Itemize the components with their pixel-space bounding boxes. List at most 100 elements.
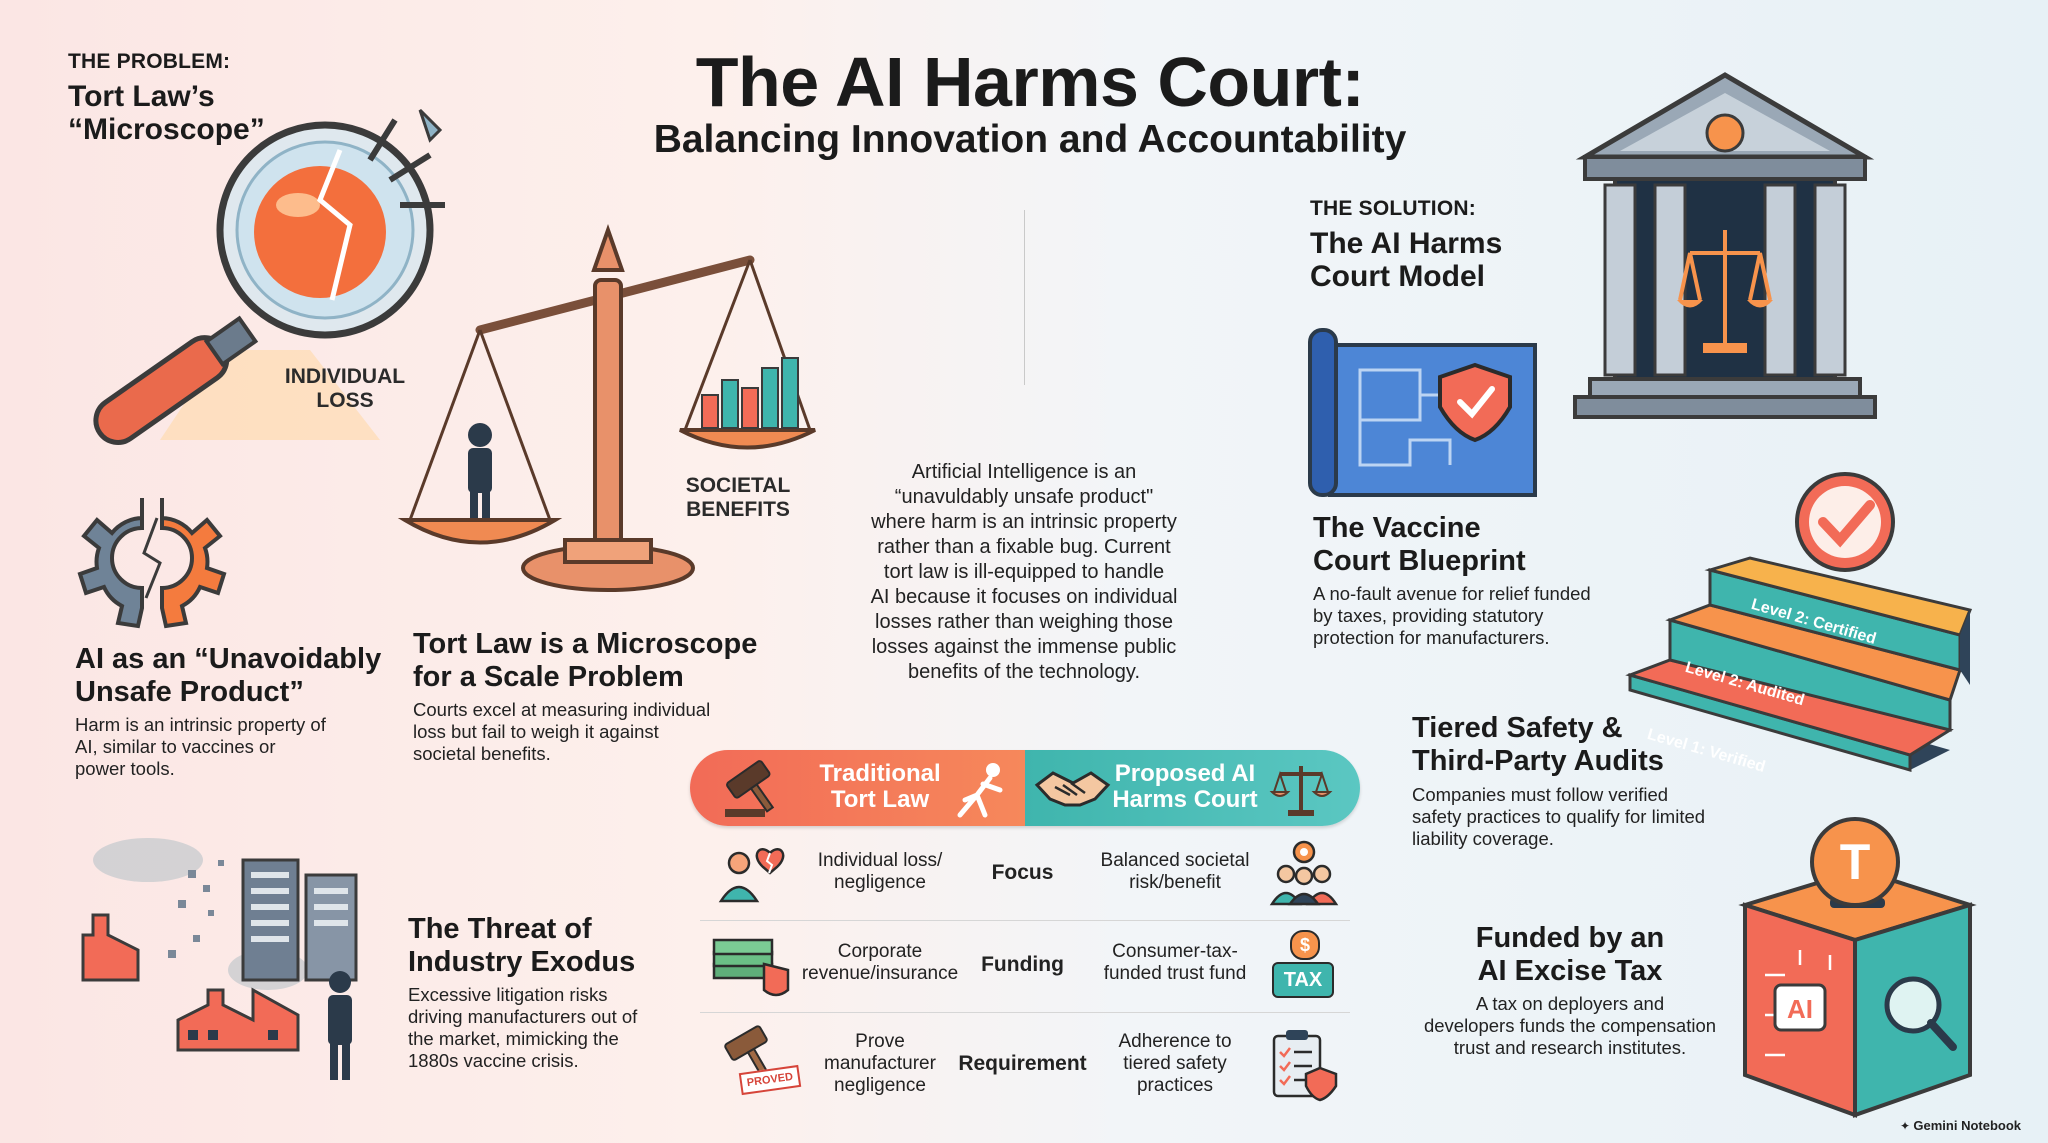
row-divider — [700, 920, 1350, 921]
center-explainer-line: benefits of the technology. — [907, 661, 1140, 683]
gavel-stamp-icon: PROVED — [710, 1025, 802, 1105]
solution-heading-line2: Court Model — [1310, 260, 1485, 293]
proposed-court-header: Proposed AI Harms Court — [1105, 761, 1265, 813]
microscope-heading-line2: for a Scale Problem — [413, 661, 684, 693]
individual-loss-label: INDIVIDUAL LOSS — [275, 365, 415, 413]
row-requirement-proposed: Adherence to tiered safety practices — [1085, 1031, 1265, 1097]
traditional-tort-header: Traditional Tort Law — [800, 761, 960, 813]
row-requirement-traditional-line3: negligence — [834, 1075, 926, 1096]
tiers-body-line3: liability coverage. — [1412, 828, 1554, 849]
unsafe-product-body-line3: power tools. — [75, 758, 175, 779]
falling-person-icon — [957, 763, 1003, 818]
solution-heading: The AI Harms Court Model — [1310, 227, 1502, 293]
excise-heading-line2: AI Excise Tax — [1477, 955, 1663, 987]
ai-chip-label: AI — [1787, 994, 1813, 1024]
center-explainer-line: Artificial Intelligence is an — [911, 461, 1137, 483]
magnifier-icon — [93, 108, 445, 445]
handshake-icon — [1034, 771, 1111, 807]
problem-heading-line1: Tort Law’s — [68, 80, 215, 113]
traditional-tort-header-line2: Tort Law — [830, 786, 930, 813]
tiers-body-line2: safety practices to qualify for limited — [1412, 806, 1706, 827]
tiers-heading-line2: Third-Party Audits — [1412, 745, 1664, 777]
center-divider — [1024, 210, 1025, 385]
proposed-court-header-line2: Harms Court — [1112, 786, 1258, 813]
tiers-heading: Tiered Safety & Third-Party Audits — [1412, 712, 1664, 778]
microscope-heading: Tort Law is a Microscope for a Scale Pro… — [413, 628, 757, 694]
exodus-body: Excessive litigation risks driving manuf… — [408, 984, 637, 1072]
row-funding-proposed-line1: Consumer-tax- — [1112, 941, 1238, 962]
exodus-body-line2: driving manufacturers out of — [408, 1006, 638, 1027]
tier-steps-icon — [1625, 472, 1973, 772]
exodus-body-line1: Excessive litigation risks — [408, 984, 608, 1005]
excise-heading: Funded by an AI Excise Tax — [1450, 922, 1690, 988]
row-requirement-traditional-line2: manufacturer — [824, 1053, 936, 1074]
problem-heading: Tort Law’s “Microscope” — [68, 80, 265, 146]
microscope-body-line2: loss but fail to weigh it against — [413, 721, 659, 742]
page-title: The AI Harms Court: — [695, 43, 1365, 121]
problem-heading-line2: “Microscope” — [68, 113, 265, 146]
vaccine-heading-line1: The Vaccine — [1313, 512, 1481, 544]
proposed-court-header-line1: Proposed AI — [1114, 760, 1256, 787]
page-subtitle: Balancing Innovation and Accountability — [653, 118, 1407, 161]
solution-kicker: THE SOLUTION: — [1310, 197, 1476, 220]
exodus-heading-line1: The Threat of — [408, 913, 592, 945]
unsafe-product-body-line1: Harm is an intrinsic property of — [75, 714, 326, 735]
microscope-body-line1: Courts excel at measuring individual — [413, 699, 711, 720]
excise-coin-icon: T — [1810, 817, 1900, 907]
row-funding-traditional: Corporate revenue/insurance — [790, 941, 970, 985]
societal-benefits-label: SOCIETAL BENEFITS — [668, 474, 808, 522]
scales-icon — [1269, 766, 1333, 816]
row-requirement-traditional-line1: Prove — [855, 1031, 905, 1052]
tiers-heading-line1: Tiered Safety & — [1412, 712, 1623, 744]
row-requirement-proposed-line1: Adherence to — [1118, 1031, 1232, 1052]
center-explainer-line: AI because it focuses on individual — [870, 586, 1178, 608]
blueprint-icon — [1308, 328, 1537, 497]
unsafe-product-heading-line1: AI as an “Unavoidably — [75, 643, 382, 675]
tax-badge: TAX — [1272, 962, 1334, 998]
unsafe-product-body-line2: AI, similar to vaccines or — [75, 736, 276, 757]
vaccine-body-line3: protection for manufacturers. — [1313, 627, 1550, 648]
individual-loss-label-line2: LOSS — [316, 389, 374, 412]
row-focus-label: Focus — [991, 861, 1054, 884]
row-focus-traditional-line2: negligence — [834, 872, 926, 893]
individual-loss-label-line1: INDIVIDUAL — [284, 365, 406, 388]
microscope-body: Courts excel at measuring individual los… — [413, 699, 710, 765]
excise-body-line3: trust and research institutes. — [1453, 1037, 1687, 1058]
vaccine-body-line1: A no-fault avenue for relief funded — [1313, 583, 1591, 604]
center-explainer-line: rather than a fixable bug. Current — [877, 536, 1171, 558]
row-focus-proposed-line1: Balanced societal — [1100, 850, 1250, 871]
unsafe-product-body: Harm is an intrinsic property of AI, sim… — [75, 714, 326, 780]
gemini-spark-icon: ✦ — [1900, 1119, 1914, 1133]
tax-jar-icon: $ TAX — [1270, 930, 1336, 1000]
row-focus-traditional-line1: Individual loss/ — [817, 850, 943, 871]
row-requirement-proposed-line2: tiered safety — [1123, 1053, 1227, 1074]
exodus-heading-line2: Industry Exodus — [408, 946, 636, 978]
exodus-body-line3: the market, mimicking the — [408, 1028, 619, 1049]
dollar-coin-icon: $ — [1290, 930, 1320, 960]
vaccine-heading-line2: Court Blueprint — [1313, 545, 1526, 577]
center-explainer-line: tort law is ill-equipped to handle — [883, 561, 1165, 583]
row-funding-label: Funding — [981, 953, 1064, 976]
societal-benefits-label-line1: SOCIETAL — [685, 474, 791, 497]
row-funding-proposed-line2: funded trust fund — [1103, 963, 1247, 984]
vaccine-body-line2: by taxes, providing statutory — [1313, 605, 1544, 626]
exodus-heading: The Threat of Industry Exodus — [408, 913, 635, 979]
solution-heading-line1: The AI Harms — [1310, 227, 1503, 260]
traditional-tort-header-line1: Traditional — [819, 760, 941, 787]
excise-heading-line1: Funded by an — [1475, 922, 1665, 954]
excise-body-line2: developers funds the compensation — [1423, 1015, 1717, 1036]
exodus-body-line4: 1880s vaccine crisis. — [408, 1050, 579, 1071]
broken-heart-people-icon — [718, 848, 785, 903]
row-funding-proposed: Consumer-tax- funded trust fund — [1085, 941, 1265, 985]
excise-box-icon — [1738, 867, 1977, 1118]
broken-gear-icon — [77, 498, 227, 629]
people-gear-icon — [1269, 840, 1339, 906]
balance-scale-icon — [397, 223, 816, 592]
vaccine-body: A no-fault avenue for relief funded by t… — [1313, 583, 1591, 649]
row-focus-proposed: Balanced societal risk/benefit — [1085, 850, 1265, 894]
row-divider — [700, 1012, 1350, 1013]
footer-brand: ✦ Gemini Notebook — [1900, 1118, 2021, 1133]
row-funding-traditional-line2: revenue/insurance — [801, 963, 959, 984]
row-focus-traditional: Individual loss/ negligence — [800, 850, 960, 894]
unsafe-product-heading-line2: Unsafe Product” — [75, 676, 304, 708]
